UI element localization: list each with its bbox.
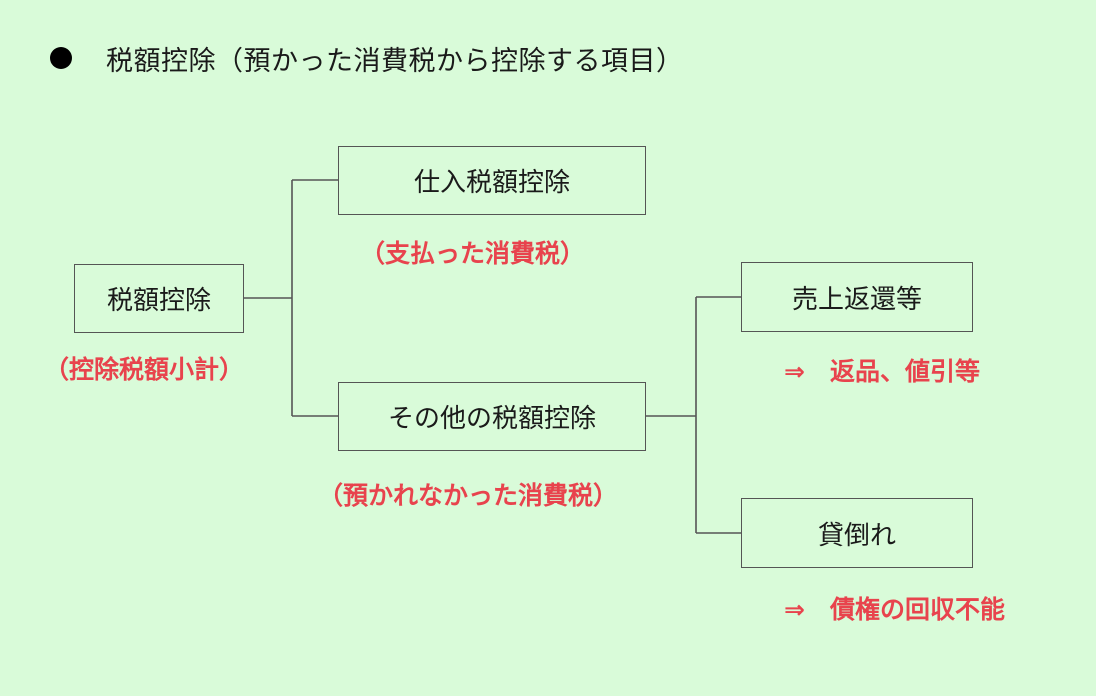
node-sales-returns: 売上返還等: [741, 262, 973, 332]
note-paid-consumption-tax: （支払った消費税）: [360, 239, 586, 268]
note-returns-discounts: ⇒ 返品、値引等: [784, 357, 980, 386]
note-uncollectible-receivables: ⇒ 債権の回収不能: [784, 595, 1005, 624]
diagram-heading: 税額控除（預かった消費税から控除する項目）: [50, 38, 684, 78]
node-purchase-tax-credit-label: 仕入税額控除: [413, 168, 570, 198]
bullet-icon: [50, 47, 72, 69]
note-uncollected-consumption-tax: （預かれなかった消費税）: [318, 481, 619, 510]
heading-title: 税額控除（預かった消費税から控除する項目）: [106, 45, 684, 77]
node-tax-credit: 税額控除: [74, 264, 244, 333]
node-sales-returns-label: 売上返還等: [791, 284, 922, 315]
node-bad-debt-label: 貸倒れ: [817, 520, 896, 551]
note-tax-credit-subtotal: （控除税額小計）: [44, 355, 245, 384]
node-tax-credit-label: 税額控除: [106, 286, 211, 316]
node-purchase-tax-credit: 仕入税額控除: [338, 146, 646, 215]
node-bad-debt: 貸倒れ: [741, 498, 973, 568]
node-other-tax-credit: その他の税額控除: [338, 382, 646, 451]
node-other-tax-credit-label: その他の税額控除: [387, 404, 596, 434]
